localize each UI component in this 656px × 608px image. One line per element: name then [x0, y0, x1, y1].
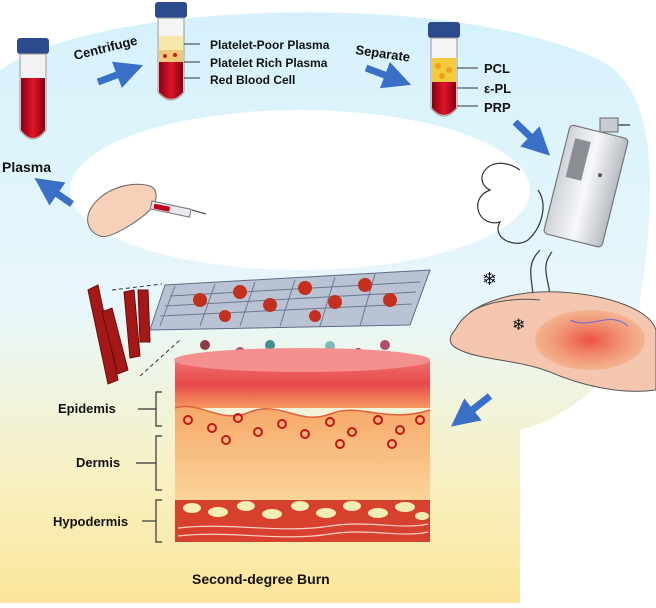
red-blood-cell-label: Red Blood Cell — [210, 73, 295, 87]
prp-callouts — [457, 67, 478, 107]
blood-tube — [17, 38, 49, 140]
arrow-separate — [364, 61, 412, 89]
syringe-arm — [87, 183, 207, 237]
epl-label: ε-PL — [484, 81, 511, 96]
centrifuge-callouts — [184, 43, 200, 79]
platelet-rich-label: Platelet Rich Plasma — [210, 56, 328, 70]
pcl-label: PCL — [484, 61, 510, 76]
platelet-poor-label: Platelet-Poor Plasma — [210, 38, 330, 52]
epidermis-label: Epidemis — [58, 401, 116, 416]
prp-tube — [428, 22, 460, 117]
skin-cross-section — [174, 348, 431, 542]
arrow-to-plasma — [34, 178, 74, 207]
electrospinning-device — [543, 117, 630, 248]
arrow-to-skin — [450, 393, 493, 427]
arrow-centrifuge — [96, 61, 144, 89]
snowflake-icon: ❄ — [512, 317, 525, 334]
arrow-to-device — [512, 119, 551, 156]
hypodermis-label: Hypodermis — [53, 514, 128, 529]
fiber-scaffold — [149, 269, 431, 331]
plasma-label: Plasma — [2, 159, 51, 175]
dermis-label: Dermis — [76, 455, 120, 470]
centrifuged-tube — [155, 2, 187, 101]
diagram-title: Second-degree Burn — [192, 571, 330, 587]
snowflake-icon: ❄ — [482, 269, 497, 289]
blood-vessels — [87, 284, 151, 385]
layer-brackets — [136, 391, 162, 543]
zoom-lines — [111, 283, 181, 377]
burned-hand: ❄ ❄ — [449, 269, 656, 392]
prp-label: PRP — [484, 100, 511, 115]
background-hole — [70, 110, 530, 270]
